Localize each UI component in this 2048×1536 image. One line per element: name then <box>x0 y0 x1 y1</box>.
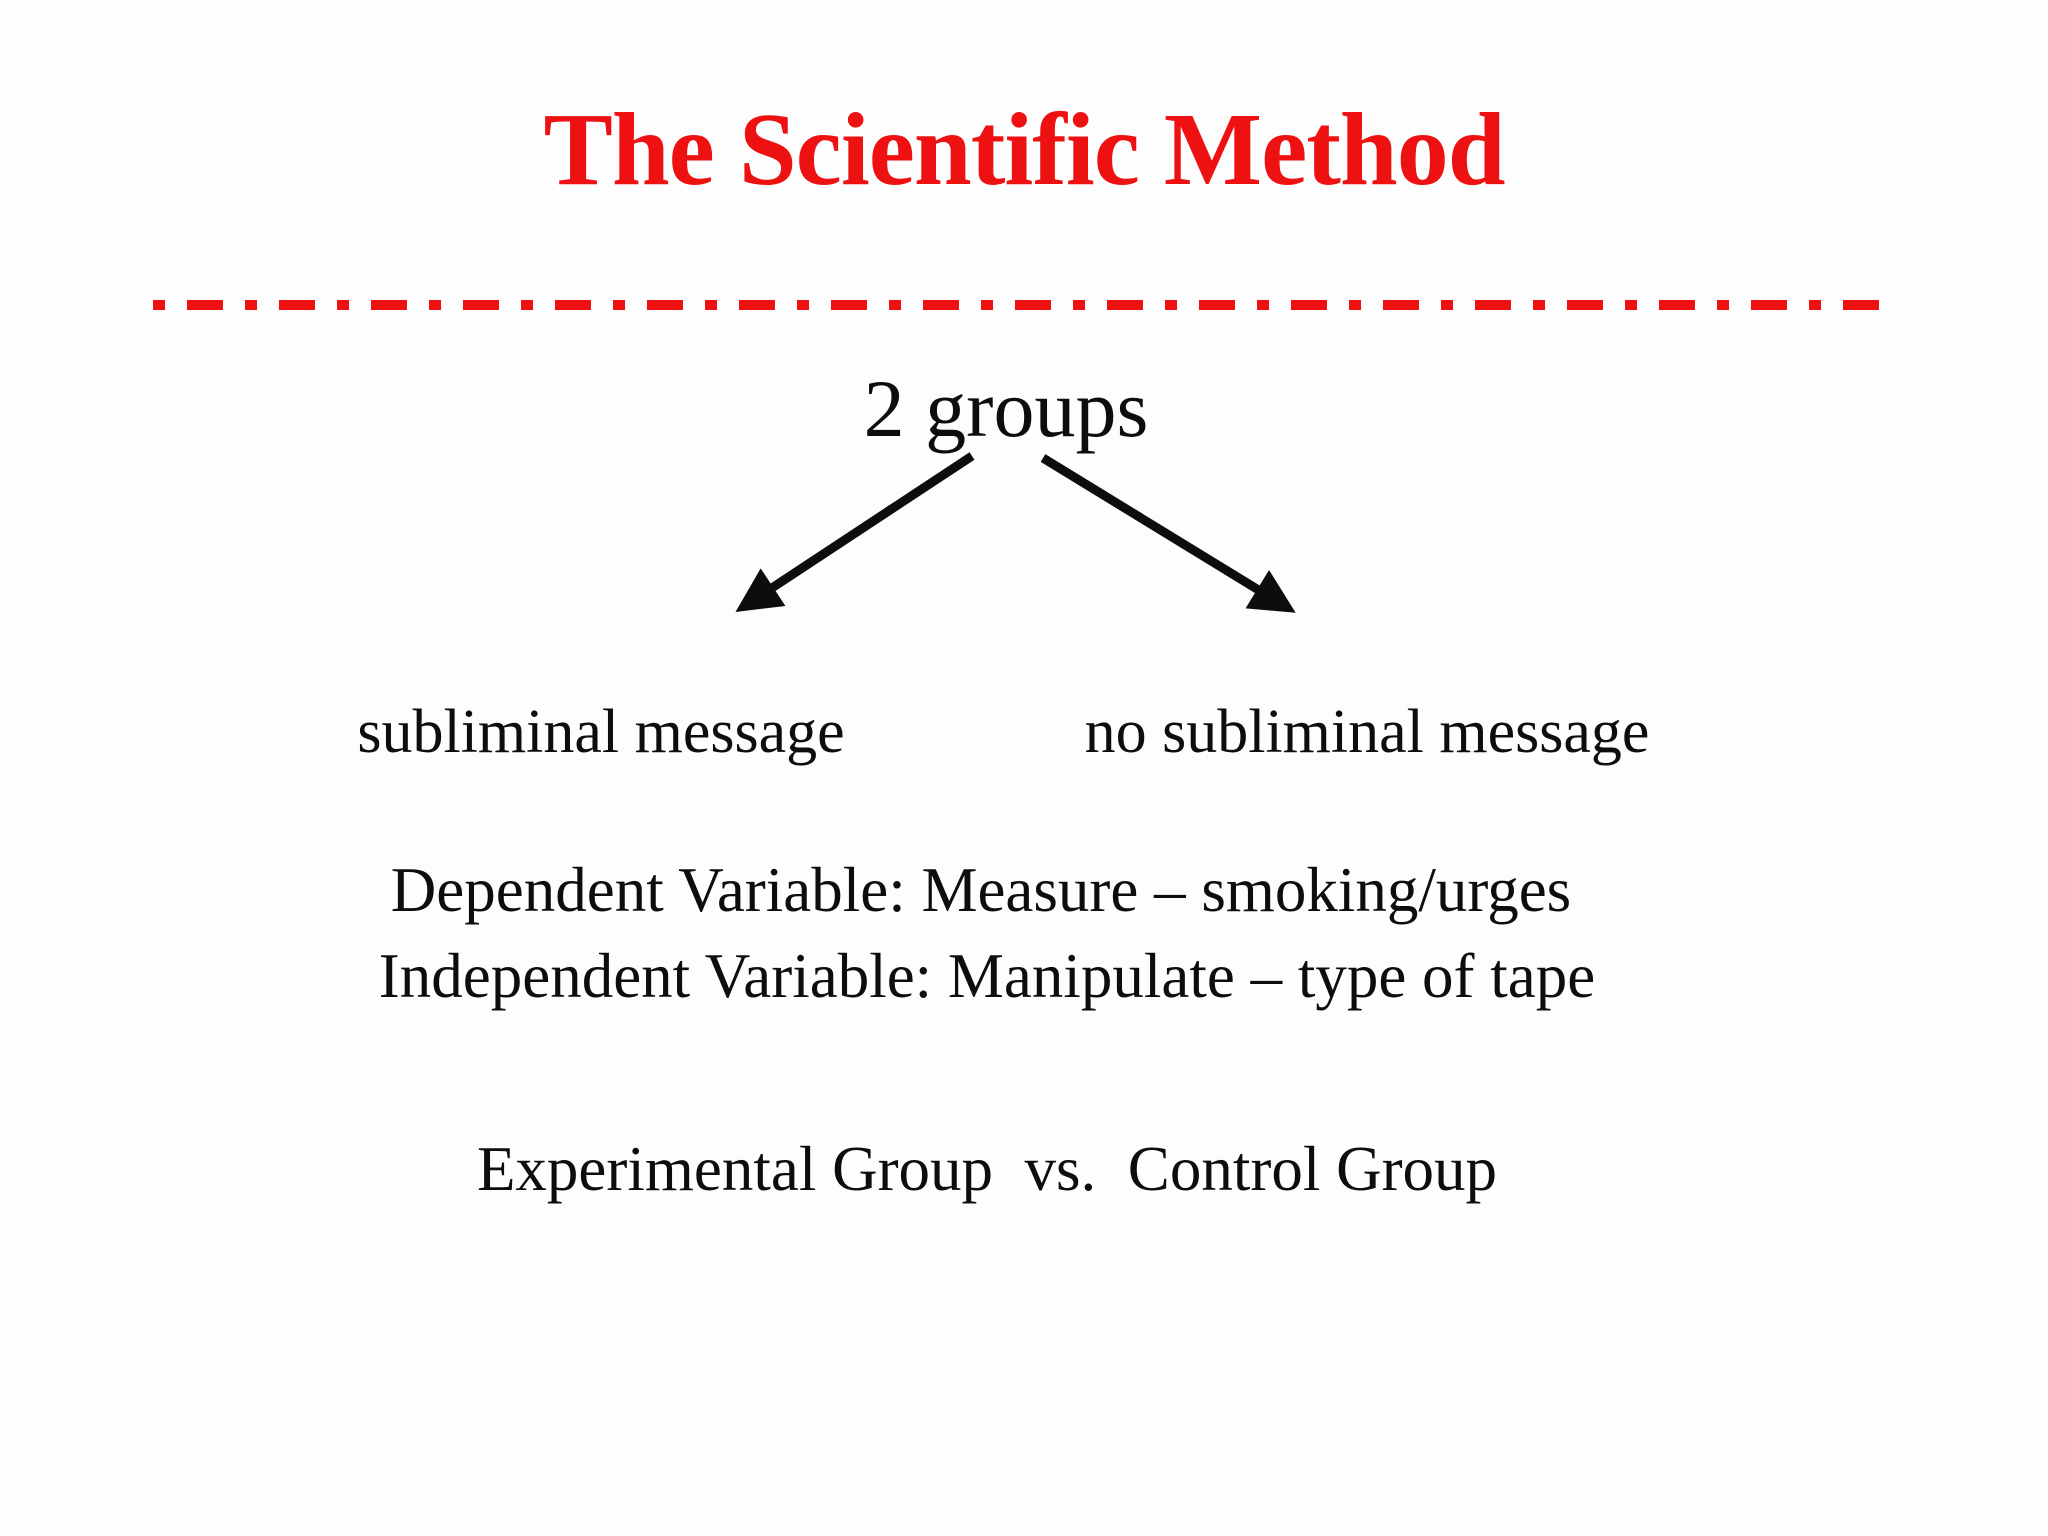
independent-variable-line: Independent Variable: Manipulate – type … <box>378 941 1596 1011</box>
dependent-variable-line: Dependent Variable: Measure – smoking/ur… <box>390 855 1572 925</box>
branch-label-no-subliminal: no subliminal message <box>1084 698 1650 766</box>
down-right-arrow-icon <box>1040 454 1296 613</box>
branch-arrows <box>735 452 1296 613</box>
branch-label-subliminal: subliminal message <box>357 698 845 766</box>
slide-title: The Scientific Method <box>543 92 1505 207</box>
down-left-arrow-icon <box>735 452 975 612</box>
groups-label: 2 groups <box>863 363 1149 454</box>
comparison-line: Experimental Group vs. Control Group <box>476 1134 1498 1204</box>
dash-dot-divider <box>153 300 1897 310</box>
